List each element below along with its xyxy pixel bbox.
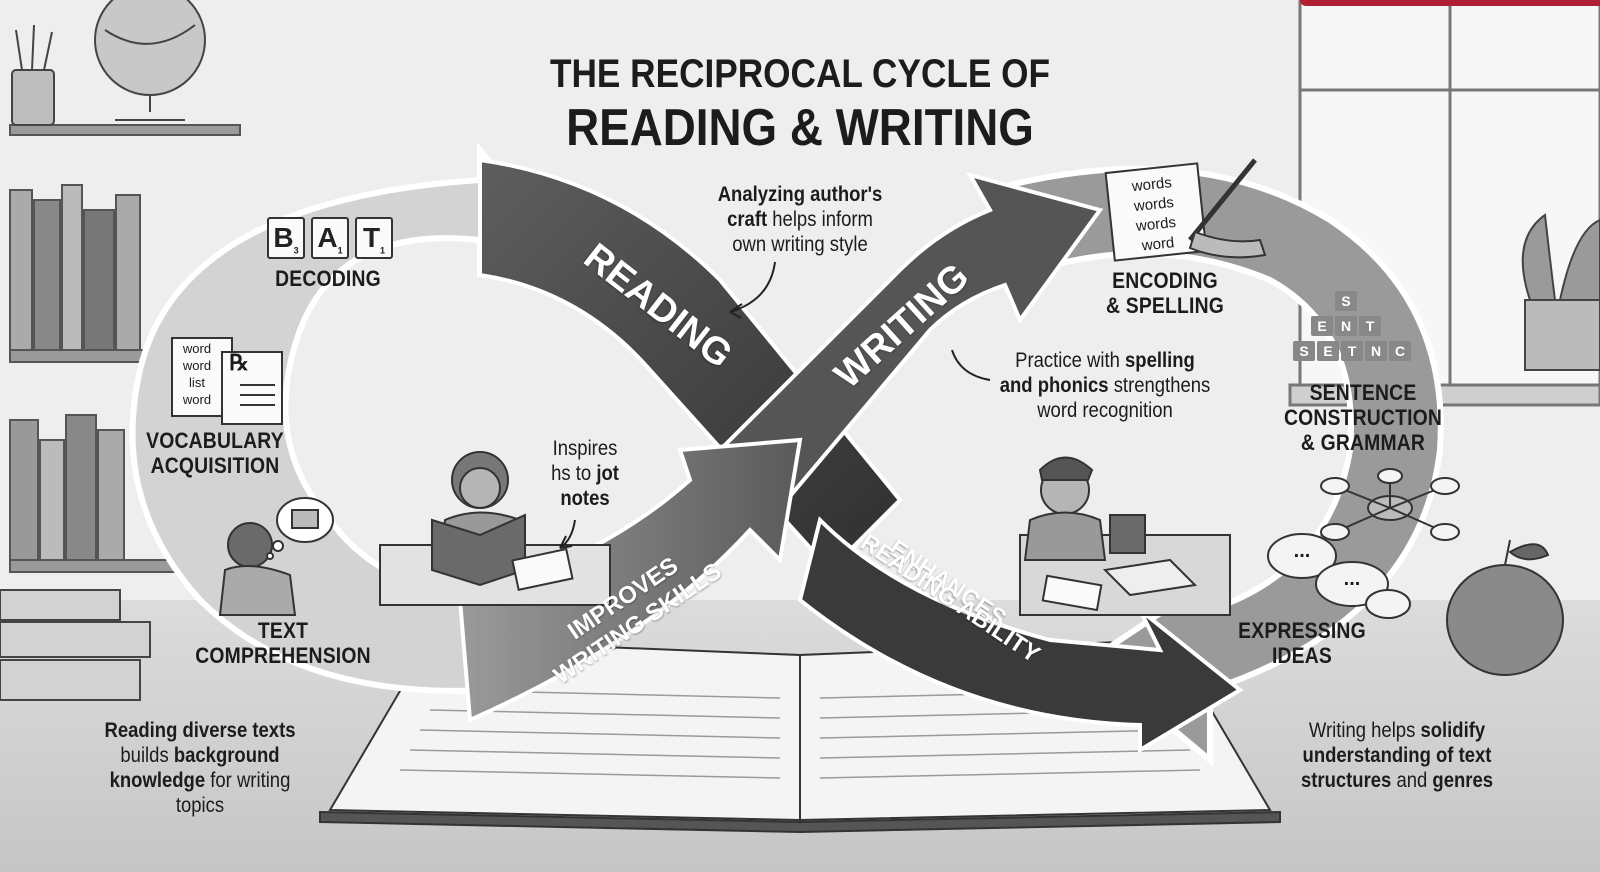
title-line-1: THE RECIPROCAL CYCLE OF xyxy=(549,52,1051,96)
notepad-icon xyxy=(1104,158,1267,262)
authors-craft-note: Analyzing author's craft helps inform ow… xyxy=(717,183,883,256)
tile-t: T xyxy=(1359,316,1381,336)
letter-tile-t: T1 xyxy=(355,217,393,259)
girl-reading-illustration xyxy=(379,451,611,606)
enhances-band xyxy=(797,516,1244,754)
word-list-text: word word list word xyxy=(182,341,212,407)
pencil-cup-icon xyxy=(11,24,55,126)
apple-icon xyxy=(1446,539,1564,676)
sentence-construction-label: SENTENCE CONSTRUCTION & GRAMMAR xyxy=(1283,380,1443,455)
bookshelf xyxy=(9,124,241,573)
letter-tile-b: B3 xyxy=(267,217,305,259)
solidify-note: Writing helps solidify understanding of … xyxy=(1300,719,1494,792)
notepad-words: words words words word xyxy=(1131,174,1177,255)
title-line-2: READING & WRITING xyxy=(566,99,1034,157)
thinking-boy-illustration xyxy=(218,497,334,616)
rx-icon: ℞ xyxy=(229,350,249,375)
tile-e: E xyxy=(1311,316,1333,336)
tile-t2: T xyxy=(1341,341,1363,361)
plant-icon xyxy=(1521,213,1600,371)
globe-icon xyxy=(94,0,206,121)
tile-n2: N xyxy=(1365,341,1387,361)
tile-e2: E xyxy=(1317,341,1339,361)
phonics-note: Practice with spelling and phonics stren… xyxy=(999,349,1211,422)
boy-writing-illustration xyxy=(1019,456,1231,616)
tile-s: S xyxy=(1293,341,1315,361)
speech-dots-1: ... xyxy=(1293,540,1311,562)
speech-bubbles-icon xyxy=(1267,533,1411,619)
speech-dots-2: ... xyxy=(1343,568,1361,590)
decoding-label: DECODING xyxy=(275,266,381,291)
word-list-icon xyxy=(171,337,283,425)
writing-band xyxy=(696,171,1104,523)
book-stack xyxy=(0,589,151,701)
tile-s-top: S xyxy=(1335,291,1357,311)
accent-bar xyxy=(1300,0,1600,6)
jot-notes-note: Inspires hs to jot notes xyxy=(551,437,619,510)
tile-n: N xyxy=(1335,316,1357,336)
letter-tile-a: A1 xyxy=(311,217,349,259)
mind-map-icon xyxy=(1320,468,1460,541)
background-knowledge-note: Reading diverse texts builds background … xyxy=(104,719,296,817)
encoding-spelling-label: ENCODING& SPELLING xyxy=(1106,268,1224,318)
tile-c: C xyxy=(1389,341,1411,361)
